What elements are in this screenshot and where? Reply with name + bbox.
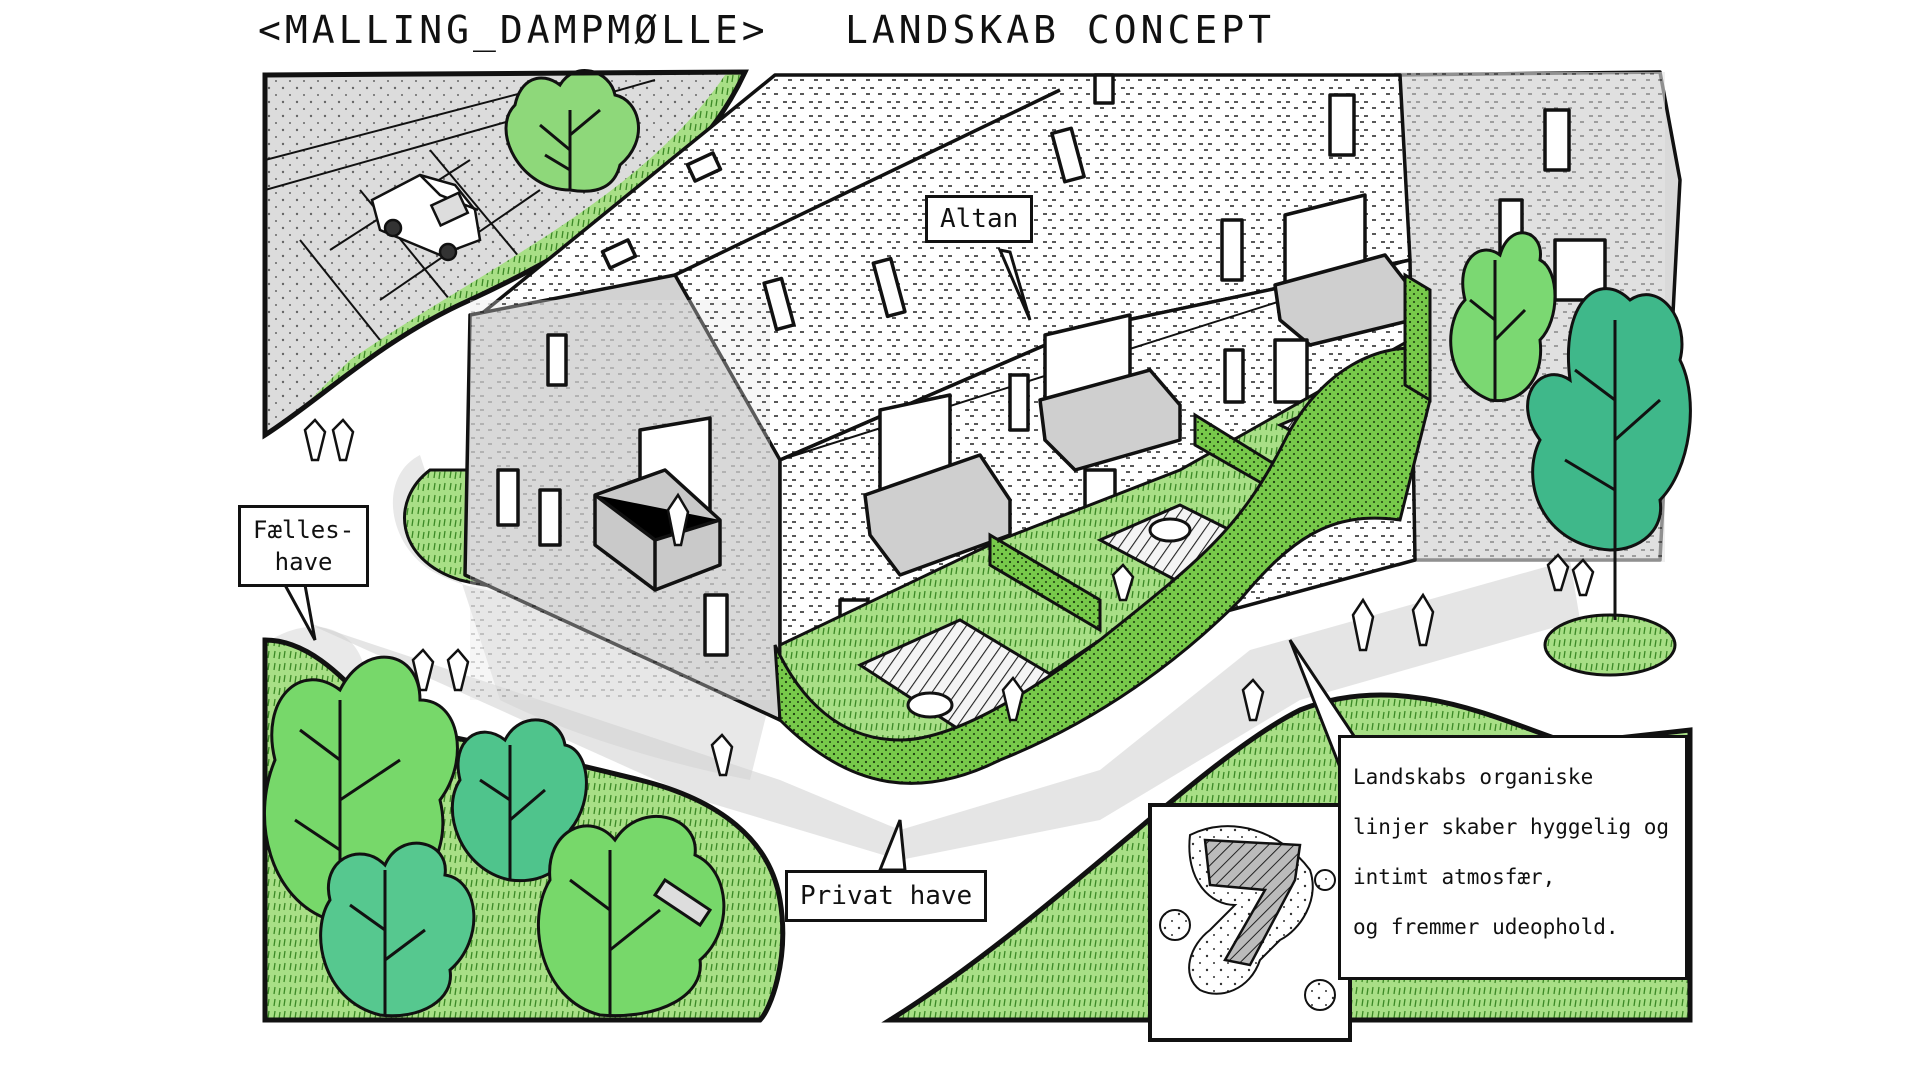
note-line-1: Landskabs organiske — [1353, 765, 1594, 789]
note-line-4: og fremmer udeophold. — [1353, 915, 1619, 939]
faelles-have-label: Fælles- have — [238, 505, 370, 587]
tree-icon — [450, 718, 588, 883]
tree-icon — [1526, 287, 1692, 620]
tree-icon — [536, 815, 726, 1018]
person-icon — [1411, 592, 1435, 647]
faelles-text-line2: have — [274, 548, 333, 576]
right-trees — [1449, 231, 1692, 677]
person-icon — [666, 492, 690, 547]
private-gardens — [773, 272, 1433, 785]
person-icon — [303, 418, 327, 462]
person-icon — [1571, 558, 1595, 597]
person-icon — [446, 648, 470, 692]
tree-icon — [1449, 231, 1557, 403]
person-icon — [1351, 597, 1375, 652]
person-icon — [1111, 563, 1135, 602]
car-icon — [370, 173, 482, 262]
tree-icon — [319, 841, 476, 1018]
landscape-note: Landskabs organiske linjer skaber hyggel… — [1338, 735, 1688, 980]
common-garden-panel — [262, 637, 786, 1023]
concept-title: LANDSKAB CONCEPT — [845, 8, 1276, 52]
person-icon — [1001, 675, 1025, 722]
project-title: <MALLING_DAMPMØLLE> — [258, 8, 769, 52]
faelles-text-line1: Fælles- — [253, 516, 355, 544]
altan-text: Altan — [940, 204, 1019, 234]
people — [303, 418, 1595, 777]
person-icon — [411, 648, 435, 692]
privat-have-label: Privat have — [785, 870, 988, 922]
privat-text: Privat have — [800, 881, 973, 911]
note-line-2: linjer skaber hyggelig og — [1353, 815, 1670, 839]
person-icon — [1241, 678, 1265, 722]
note-line-3: intimt atmosfær, — [1353, 865, 1556, 889]
person-icon — [1546, 553, 1570, 592]
altan-label: Altan — [925, 195, 1034, 243]
person-icon — [331, 418, 355, 462]
person-icon — [710, 733, 734, 777]
concept-diagram — [1148, 803, 1352, 1042]
